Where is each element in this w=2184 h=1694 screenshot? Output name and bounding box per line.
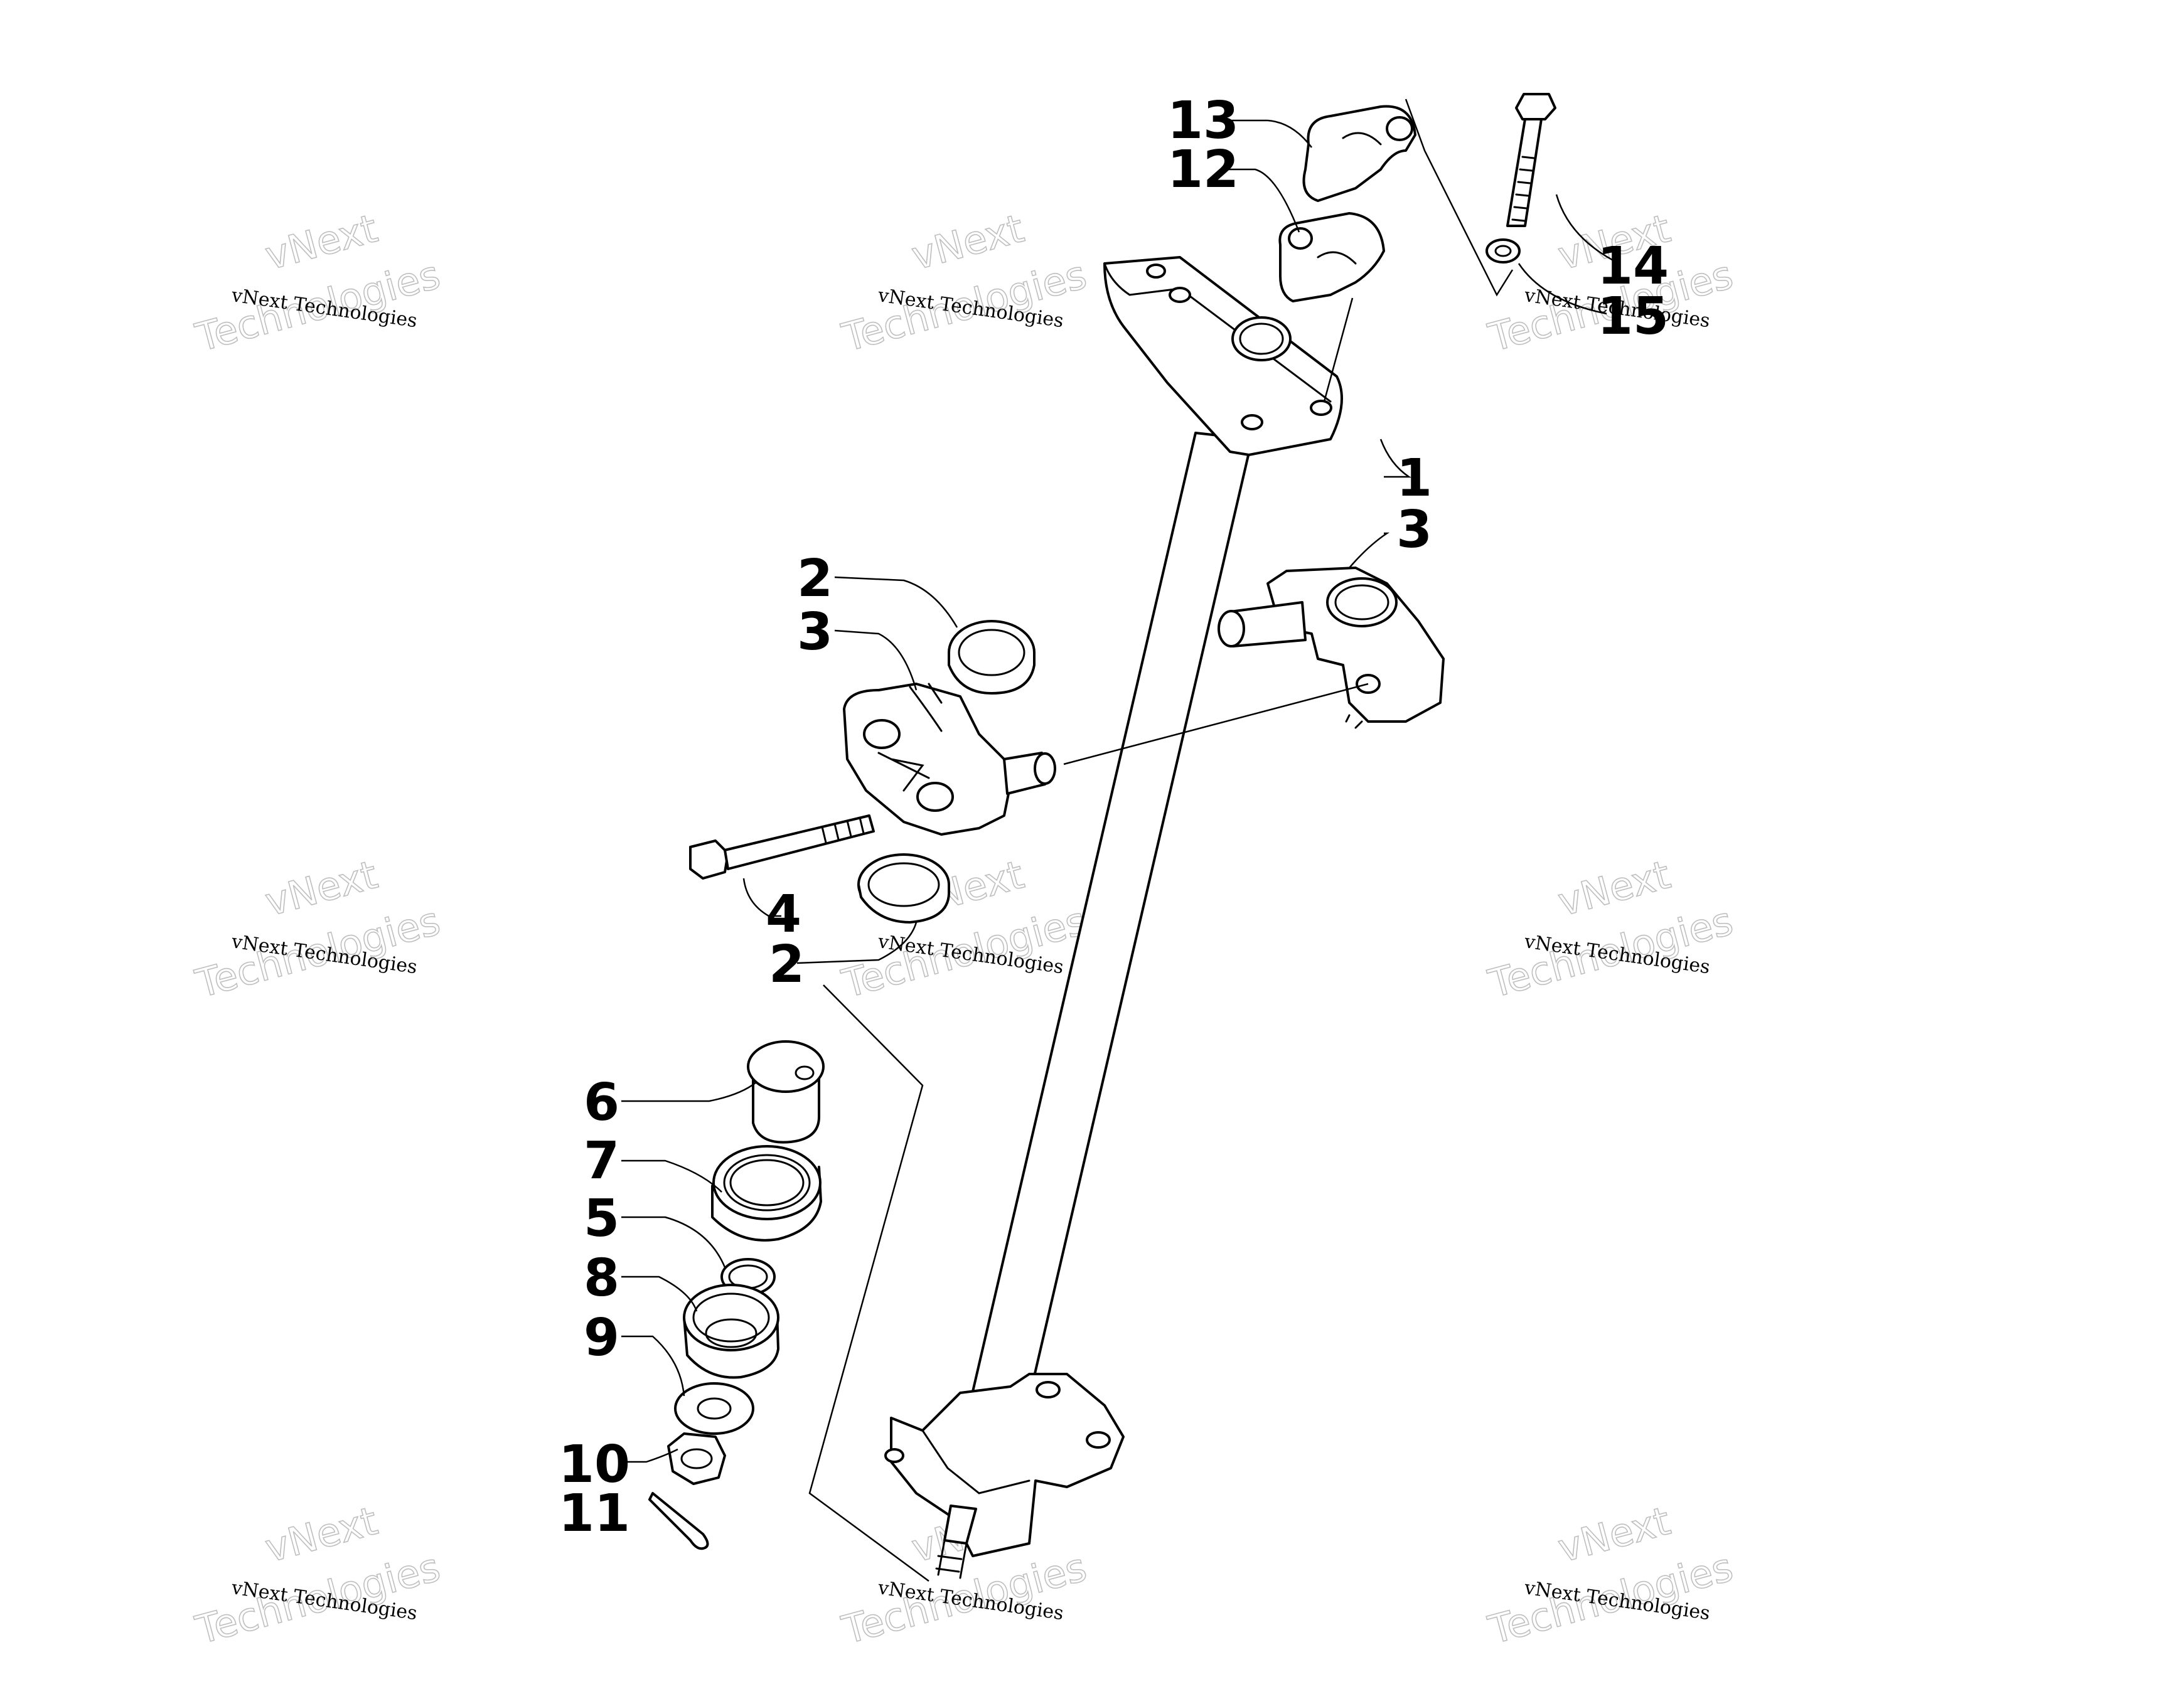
handlebar-cap-lower (1278, 212, 1385, 302)
steering-post (884, 256, 1343, 1579)
bearing-8 (683, 1284, 779, 1379)
svg-text:vNext: vNext (907, 205, 1029, 279)
callout-12: 12 (1167, 140, 1239, 200)
assembly-line (1323, 297, 1354, 402)
watermark: vNext Technologies vNext Technologies (190, 1497, 445, 1653)
callout-10: 10 (559, 1435, 630, 1494)
bushing-2-lower (857, 853, 950, 924)
watermark: vNext Technologies vNext Technologies (1483, 1497, 1738, 1653)
callout-14: 14 (1597, 237, 1669, 296)
group-bracket (1405, 99, 1514, 297)
bearing-cup-7 (711, 1145, 822, 1242)
callout-7: 7 (584, 1131, 619, 1191)
callout-1: 1 (1396, 449, 1432, 508)
handlebar-cap-upper (1302, 105, 1416, 202)
watermark: vNext Technologies vNext Technologies (190, 851, 445, 1007)
bolt-14 (1506, 93, 1556, 227)
callout-2-upper: 2 (797, 549, 833, 609)
washer-9 (674, 1382, 754, 1435)
cotter-pin-11 (648, 1492, 709, 1550)
leader-lines (621, 119, 1620, 1463)
callout-4: 4 (766, 885, 801, 944)
watermark: vNext Technologies vNext Technologies (837, 205, 1091, 361)
svg-text:vNext: vNext (260, 851, 382, 925)
callout-8: 8 (584, 1249, 619, 1308)
watermark: vNext Technologies vNext Technologies (190, 205, 445, 361)
callout-2-lower: 2 (769, 935, 805, 994)
watermark: vNext Technologies vNext Technologies (1483, 851, 1738, 1007)
svg-text:vNext: vNext (260, 1498, 382, 1571)
svg-text:vNext: vNext (1553, 1498, 1675, 1571)
callout-11: 11 (559, 1484, 630, 1543)
sleeve-6 (747, 1040, 825, 1144)
callout-15: 15 (1597, 287, 1669, 346)
bolt-4 (689, 814, 875, 880)
bushing-2-upper (948, 620, 1036, 695)
bearing-block-right (1218, 567, 1445, 729)
washer-15 (1485, 238, 1521, 264)
nut-10 (667, 1432, 726, 1485)
callout-6: 6 (584, 1073, 619, 1132)
callout-5: 5 (584, 1189, 619, 1249)
group-bracket (808, 984, 929, 1582)
callout-9: 9 (584, 1308, 619, 1368)
callout-3-left: 3 (797, 602, 833, 662)
callout-3-right: 3 (1396, 500, 1432, 560)
bearing-block-left (843, 683, 1056, 836)
callouts: 13 12 14 15 1 3 2 3 4 2 6 7 5 8 9 10 11 (559, 91, 1669, 1543)
svg-text:vNext: vNext (260, 205, 382, 279)
svg-text:vNext: vNext (1553, 851, 1675, 925)
callout-13: 13 (1167, 91, 1239, 151)
assembly-line (1063, 683, 1369, 765)
